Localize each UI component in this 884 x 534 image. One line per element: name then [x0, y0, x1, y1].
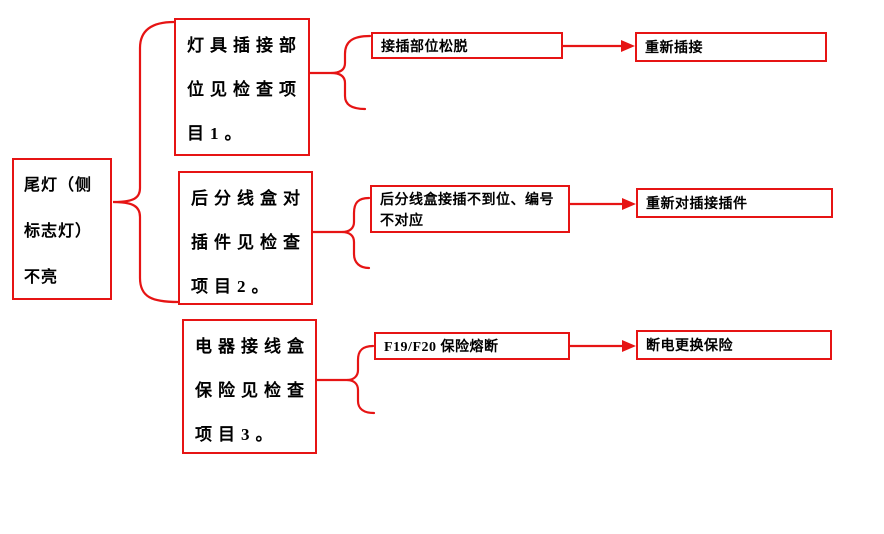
cause-1-box: 接插部位松脱	[371, 32, 563, 59]
problem-line: 不亮	[24, 269, 59, 286]
branch1-arrowhead-icon	[621, 40, 635, 52]
check-item-1-line: 灯具插接部	[187, 36, 302, 55]
branch2-arrowhead-icon	[622, 198, 636, 210]
remedy-2-label: 重新对插接插件	[646, 197, 748, 212]
cause-2-line: 后分线盒接插不到位、编号	[380, 193, 554, 208]
check-item-3-line: 项目3。	[195, 425, 279, 444]
check-item-3-line: 电器接线盒	[195, 337, 310, 356]
check-item-3-box: 电器接线盒 保险见检查 项目3。	[182, 319, 317, 454]
check-item-2-box: 后分线盒对 插件见检查 项目2。	[178, 171, 313, 305]
cause-1-label: 接插部位松脱	[381, 39, 468, 55]
problem-box: 尾灯（侧 标志灯） 不亮	[12, 158, 112, 300]
remedy-1-box: 重新插接	[635, 32, 827, 62]
check-item-2-line: 插件见检查	[191, 233, 306, 252]
branch3-brace-connector	[346, 344, 376, 415]
main-brace-connector	[112, 20, 180, 304]
cause-3-label: F19/F20 保险熔断	[384, 340, 499, 355]
check-item-2-line: 项目2。	[191, 277, 275, 296]
branch3-arrowhead-icon	[622, 340, 636, 352]
branch2-brace-connector	[341, 196, 371, 270]
cause-2-box: 后分线盒接插不到位、编号 不对应	[370, 185, 570, 233]
check-item-3-line: 保险见检查	[195, 381, 310, 400]
problem-line: 尾灯（侧	[24, 177, 93, 194]
branch1-brace-connector	[330, 34, 372, 111]
check-item-1-box: 灯具插接部 位见检查项 目1。	[174, 18, 310, 156]
remedy-3-box: 断电更换保险	[636, 330, 832, 360]
cause-3-box: F19/F20 保险熔断	[374, 332, 570, 360]
remedy-1-label: 重新插接	[645, 41, 703, 56]
cause-2-line: 不对应	[380, 214, 424, 229]
check-item-1-line: 目1。	[187, 124, 248, 143]
check-item-1-line: 位见检查项	[187, 80, 302, 99]
problem-line: 标志灯）	[24, 223, 93, 240]
remedy-3-label: 断电更换保险	[646, 339, 733, 354]
remedy-2-box: 重新对插接插件	[636, 188, 833, 218]
check-item-2-line: 后分线盒对	[191, 189, 306, 208]
